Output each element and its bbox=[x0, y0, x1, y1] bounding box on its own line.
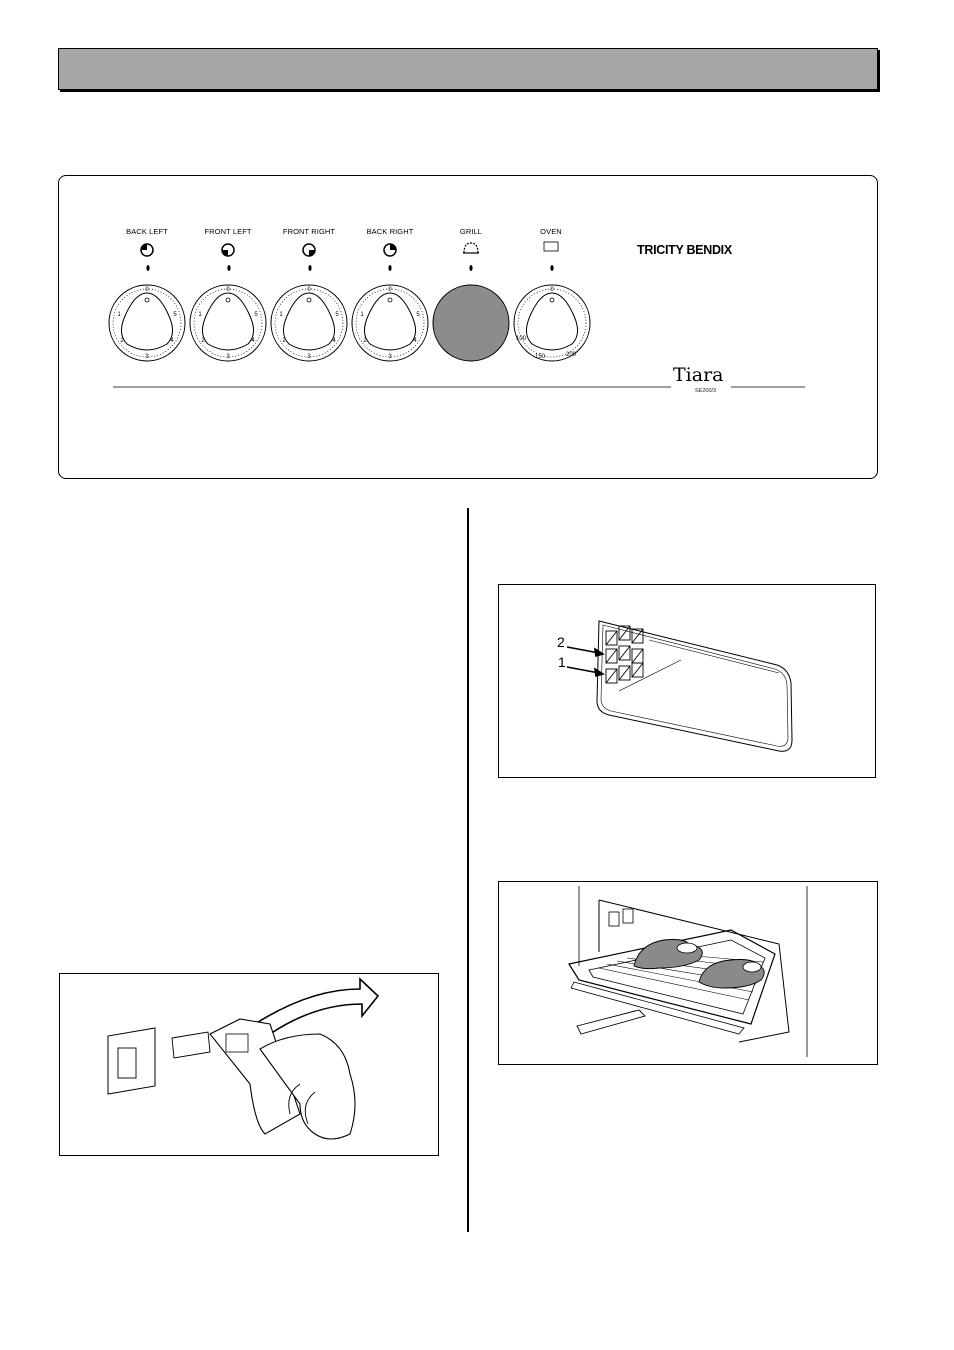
section-header-bar bbox=[58, 48, 878, 90]
svg-text:0: 0 bbox=[550, 287, 554, 293]
svg-text:5: 5 bbox=[173, 312, 177, 318]
svg-text:5: 5 bbox=[335, 312, 339, 318]
knob-back-left[interactable]: 0 1 2 3 4 5 bbox=[109, 285, 185, 361]
svg-text:1: 1 bbox=[117, 312, 121, 318]
svg-text:100: 100 bbox=[516, 336, 527, 342]
svg-text:0: 0 bbox=[307, 287, 311, 293]
svg-text:1: 1 bbox=[198, 312, 202, 318]
svg-text:1: 1 bbox=[360, 312, 364, 318]
shelf-positions-drawing: 2 1 bbox=[499, 585, 875, 777]
figure-shelf-positions: 2 1 bbox=[498, 584, 876, 778]
svg-text:5: 5 bbox=[254, 312, 258, 318]
model-name: Tiara bbox=[673, 364, 724, 386]
burner-back-right-icon bbox=[384, 244, 396, 256]
svg-text:4: 4 bbox=[170, 338, 174, 344]
burner-front-left-icon bbox=[222, 244, 234, 256]
svg-text:1: 1 bbox=[279, 312, 283, 318]
svg-text:4: 4 bbox=[332, 338, 336, 344]
svg-text:0: 0 bbox=[145, 287, 149, 293]
knob-front-right[interactable]: 0 1 2 3 4 5 bbox=[271, 285, 347, 361]
column-divider bbox=[467, 508, 469, 1232]
control-panel-illustration: BACK LEFT FRONT LEFT FRONT RIGHT BACK RI… bbox=[58, 175, 878, 479]
figure-grill-handle bbox=[59, 973, 439, 1156]
oven-icon bbox=[544, 242, 558, 251]
control-panel-drawing: 0 1 2 3 4 5 0 1 2 3 4 5 0 1 2 bbox=[59, 176, 877, 478]
arrow-icon bbox=[255, 979, 378, 1034]
svg-text:5: 5 bbox=[416, 312, 420, 318]
burner-front-right-icon bbox=[303, 244, 315, 256]
model-number: SE200/3 bbox=[695, 388, 716, 394]
svg-text:4: 4 bbox=[251, 338, 255, 344]
burner-back-left-icon bbox=[141, 244, 153, 256]
svg-text:0: 0 bbox=[226, 287, 230, 293]
grill-icon bbox=[463, 243, 479, 253]
knob-back-right[interactable]: 0 1 2 3 4 5 bbox=[352, 285, 428, 361]
knob-indicator-marks bbox=[146, 265, 553, 271]
brand-logo: TRICITY BENDIX bbox=[637, 243, 732, 257]
svg-text:4: 4 bbox=[413, 338, 417, 344]
grill-pan-drawing bbox=[499, 882, 877, 1064]
shelf-label-1: 1 bbox=[558, 654, 566, 670]
svg-text:150: 150 bbox=[535, 354, 546, 360]
svg-text:200: 200 bbox=[566, 352, 577, 358]
knob-grill[interactable] bbox=[433, 285, 509, 361]
shelf-label-2: 2 bbox=[557, 634, 565, 650]
knob-oven[interactable]: 0 100 150 200 bbox=[514, 285, 590, 361]
figure-grill-pan bbox=[498, 881, 878, 1065]
svg-text:0: 0 bbox=[388, 287, 392, 293]
knob-front-left[interactable]: 0 1 2 3 4 5 bbox=[190, 285, 266, 361]
grill-handle-drawing bbox=[60, 974, 438, 1155]
